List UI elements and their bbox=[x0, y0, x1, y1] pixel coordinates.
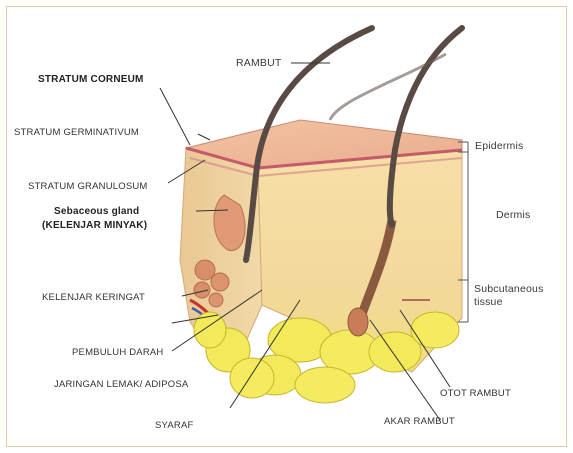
label-kelenjar-minyak: (KELENJAR MINYAK) bbox=[42, 220, 147, 231]
label-otot-rambut: OTOT RAMBUT bbox=[440, 388, 511, 399]
label-sebaceous-gland: Sebaceous gland bbox=[54, 206, 139, 217]
label-epidermis: Epidermis bbox=[475, 140, 523, 152]
label-subcutaneous: Subcutaneous bbox=[474, 283, 544, 295]
label-stratum-granulosum: STRATUM GRANULOSUM bbox=[28, 181, 148, 192]
label-akar-rambut: AKAR RAMBUT bbox=[384, 416, 455, 427]
skin-front-face bbox=[249, 150, 462, 403]
label-stratum-corneum: STRATUM CORNEUM bbox=[38, 74, 144, 85]
label-pembuluh-darah: PEMBULUH DARAH bbox=[72, 347, 163, 358]
label-rambut: RAMBUT bbox=[236, 57, 282, 69]
label-tissue: tissue bbox=[474, 296, 503, 308]
label-stratum-germinativum: STRATUM GERMINATIVUM bbox=[14, 127, 139, 138]
label-dermis: Dermis bbox=[496, 209, 530, 221]
label-jaringan-lemak: JARINGAN LEMAK/ ADIPOSA bbox=[54, 379, 189, 390]
label-kelenjar-keringat: KELENJAR KERINGAT bbox=[42, 292, 145, 303]
label-syaraf: SYARAF bbox=[155, 420, 194, 431]
